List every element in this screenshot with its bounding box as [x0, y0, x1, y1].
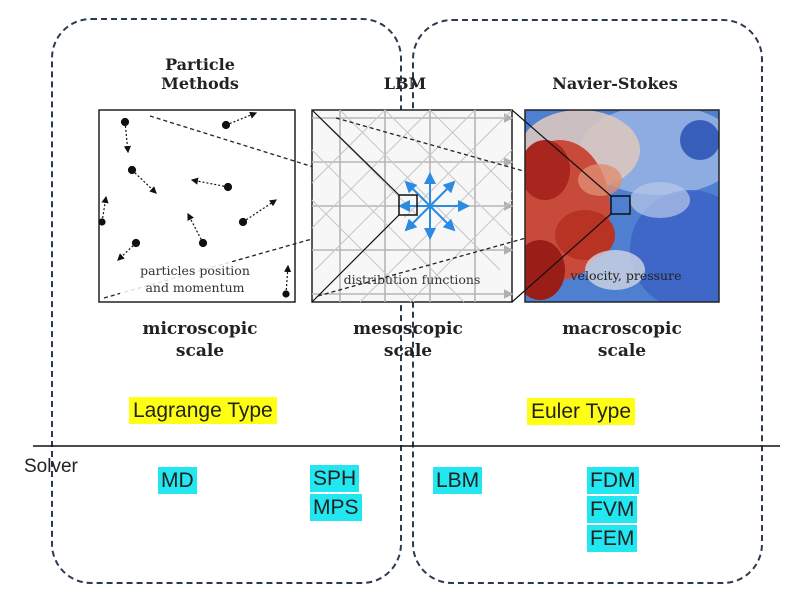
caption-particle-line2: and momentum — [145, 280, 245, 295]
heading-lbm: LBM — [383, 74, 427, 93]
scale-macro: macroscopic scale — [532, 318, 712, 362]
heading-particle-line1: Particle — [165, 55, 235, 74]
euler-type-label: Euler Type — [527, 398, 636, 425]
caption-lbm: distribution functions — [343, 272, 481, 287]
solver-fvm: FVM — [587, 496, 638, 523]
caption-particle: particles position and momentum — [120, 262, 270, 296]
scale-micro: microscopic scale — [110, 318, 290, 362]
scale-micro-line1: microscopic — [142, 319, 258, 339]
solver-grid-methods: FDM FVM FEM — [587, 467, 639, 552]
lbm-velocity-arrows — [398, 172, 470, 240]
solver-mps: MPS — [310, 494, 362, 521]
lbm-panel — [311, 109, 514, 303]
scale-meso: mesoscopic scale — [318, 318, 498, 362]
scale-macro-line1: macroscopic — [562, 319, 682, 339]
solver-label: Solver — [24, 456, 78, 477]
solver-sph: SPH — [310, 465, 360, 492]
solver-fem: FEM — [587, 525, 638, 552]
particle-dots — [98, 111, 292, 298]
caption-particle-line1: particles position — [140, 263, 250, 278]
heading-navier-stokes: Navier-Stokes — [552, 74, 678, 93]
scale-meso-line2: scale — [383, 341, 433, 361]
solver-lbm: LBM — [433, 467, 483, 494]
caption-navier: velocity, pressure — [570, 268, 682, 283]
scale-meso-line1: mesoscopic — [353, 319, 463, 339]
heading-particle-line2: Methods — [161, 74, 239, 93]
navier-stokes-panel — [511, 109, 720, 303]
lagrange-type-label: Lagrange Type — [129, 397, 277, 424]
scale-micro-line2: scale — [175, 341, 225, 361]
heading-particle-methods: Particle Methods — [140, 55, 260, 93]
solver-fdm: FDM — [587, 467, 639, 494]
solver-particle-methods: SPH MPS — [310, 465, 362, 521]
scale-macro-line2: scale — [597, 341, 647, 361]
solver-md: MD — [158, 467, 197, 494]
